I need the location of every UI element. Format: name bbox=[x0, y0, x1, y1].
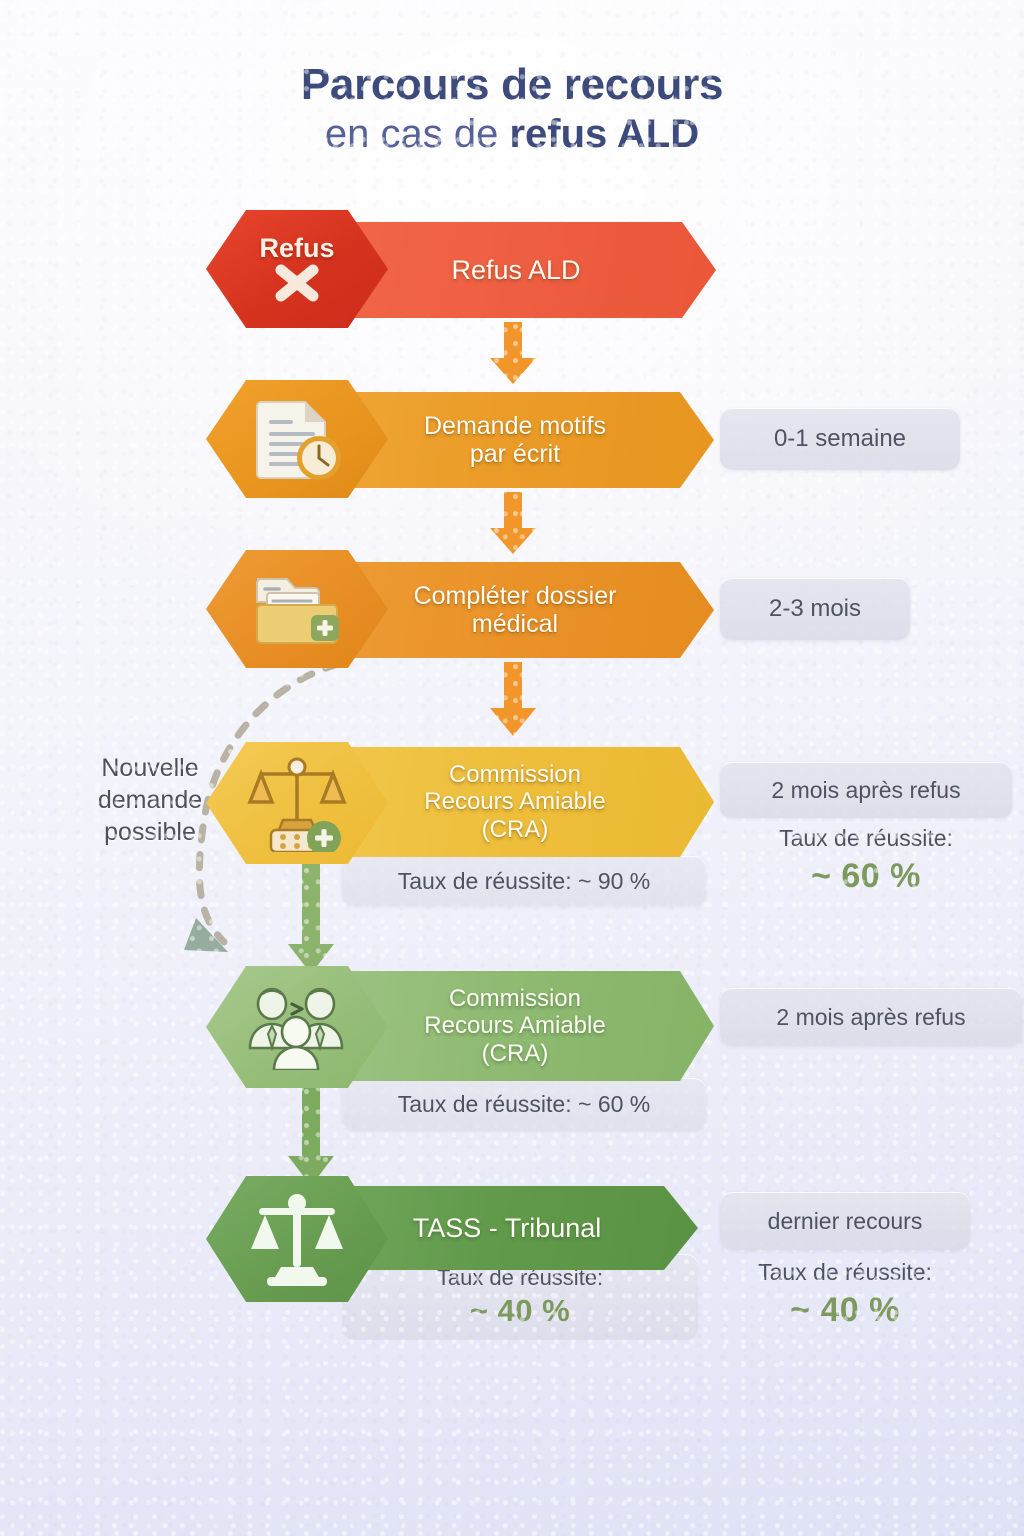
step-label-cra-jaune: Commission Recours Amiable (CRA) bbox=[424, 760, 606, 843]
step-tass-tribunal[interactable]: TASS - Tribunal dernier recours Taux de … bbox=[206, 1172, 970, 1340]
step-cra-verte[interactable]: Commission Recours Amiable (CRA) bbox=[206, 966, 1022, 1130]
right-rate-value-cra-jaune: ~ 60 % bbox=[811, 856, 921, 895]
timing-badge-completer-dossier: 2-3 mois bbox=[720, 578, 910, 640]
connector-green-2 bbox=[288, 1082, 334, 1186]
timing-badge-cra-verte: 2 mois après refus bbox=[720, 988, 1022, 1046]
people-group-icon bbox=[206, 966, 388, 1088]
timing-label-cra-verte: 2 mois après refus bbox=[776, 1003, 966, 1030]
title-line-2-prefix: en cas de bbox=[324, 111, 510, 156]
step-label-refus-ald: Refus ALD bbox=[451, 254, 581, 285]
step-label-completer-dossier: Compléter dossier médical bbox=[413, 581, 617, 638]
step-label-cra-verte: Commission Recours Amiable (CRA) bbox=[424, 984, 606, 1067]
title-line-2: en cas de refus ALD bbox=[0, 111, 1024, 158]
loop-annotation-line-3: possible bbox=[104, 818, 196, 846]
step-label-tass-tribunal: TASS - Tribunal bbox=[412, 1212, 602, 1243]
sub-rate-badge-cra-verte: Taux de réussite: ~ 60 % bbox=[342, 1078, 706, 1130]
timing-label-tass-tribunal: dernier recours bbox=[767, 1207, 923, 1234]
connector-green-1 bbox=[288, 858, 334, 974]
loop-annotation: Nouvelle demande possible bbox=[52, 752, 248, 848]
scales-icon bbox=[206, 1176, 388, 1302]
loop-annotation-line-1: Nouvelle bbox=[101, 754, 199, 782]
page-title: Parcours de recours en cas de refus ALD bbox=[0, 60, 1024, 158]
refus-badge-label: Refus bbox=[259, 232, 335, 263]
timing-label-cra-jaune: 2 mois après refus bbox=[771, 776, 961, 803]
connector-orange-2 bbox=[490, 492, 536, 554]
sub-rate-badge-cra-jaune: Taux de réussite: ~ 90 % bbox=[342, 856, 706, 906]
connector-orange-3 bbox=[490, 662, 536, 736]
right-rate-value-tass-tribunal: ~ 40 % bbox=[790, 1290, 900, 1329]
step-demande-motifs[interactable]: Demande motifs par écrit bbox=[206, 380, 960, 498]
loop-annotation-line-2: demande bbox=[97, 786, 203, 814]
folder-plus-icon bbox=[206, 550, 388, 668]
title-line-2-strong: refus ALD bbox=[509, 111, 700, 156]
timing-label-demande-motifs: 0-1 semaine bbox=[773, 425, 907, 452]
timing-label-completer-dossier: 2-3 mois bbox=[768, 595, 862, 622]
timing-badge-cra-jaune: 2 mois après refus bbox=[720, 762, 1012, 818]
step-completer-dossier[interactable]: Compléter dossier médical bbox=[206, 550, 910, 668]
timing-badge-tass-tribunal: dernier recours bbox=[720, 1192, 970, 1250]
right-rate-caption-cra-jaune: Taux de réussite: bbox=[779, 825, 953, 851]
dashed-curved-arrow bbox=[184, 660, 342, 952]
step-refus-ald[interactable]: Refus ALD Refus bbox=[206, 210, 726, 328]
step-bar-cra-verte: Commission Recours Amiable (CRA) bbox=[278, 971, 714, 1081]
document-clock-icon bbox=[206, 380, 388, 498]
sub-rate-label-cra-jaune: Taux de réussite: ~ 90 % bbox=[397, 867, 651, 894]
timing-badge-demande-motifs: 0-1 semaine bbox=[720, 408, 960, 470]
step-cra-jaune[interactable]: Commission Recours Amiable (CRA) bbox=[206, 742, 1012, 906]
scales-plus-icon bbox=[206, 742, 388, 864]
connector-orange-1 bbox=[490, 322, 536, 384]
right-rate-tass-tribunal: Taux de réussite: ~ 40 % bbox=[720, 1258, 970, 1331]
sub-rate-label-cra-verte: Taux de réussite: ~ 60 % bbox=[397, 1090, 651, 1117]
step-label-demande-motifs: Demande motifs par écrit bbox=[423, 411, 607, 468]
right-rate-cra-jaune: Taux de réussite: ~ 60 % bbox=[720, 824, 1012, 897]
title-line-1: Parcours de recours bbox=[300, 60, 724, 109]
sub-rate-value-tass-tribunal: ~ 40 % bbox=[469, 1292, 571, 1328]
refus-cross-icon: Refus bbox=[206, 210, 388, 328]
right-rate-caption-tass-tribunal: Taux de réussite: bbox=[758, 1259, 932, 1285]
